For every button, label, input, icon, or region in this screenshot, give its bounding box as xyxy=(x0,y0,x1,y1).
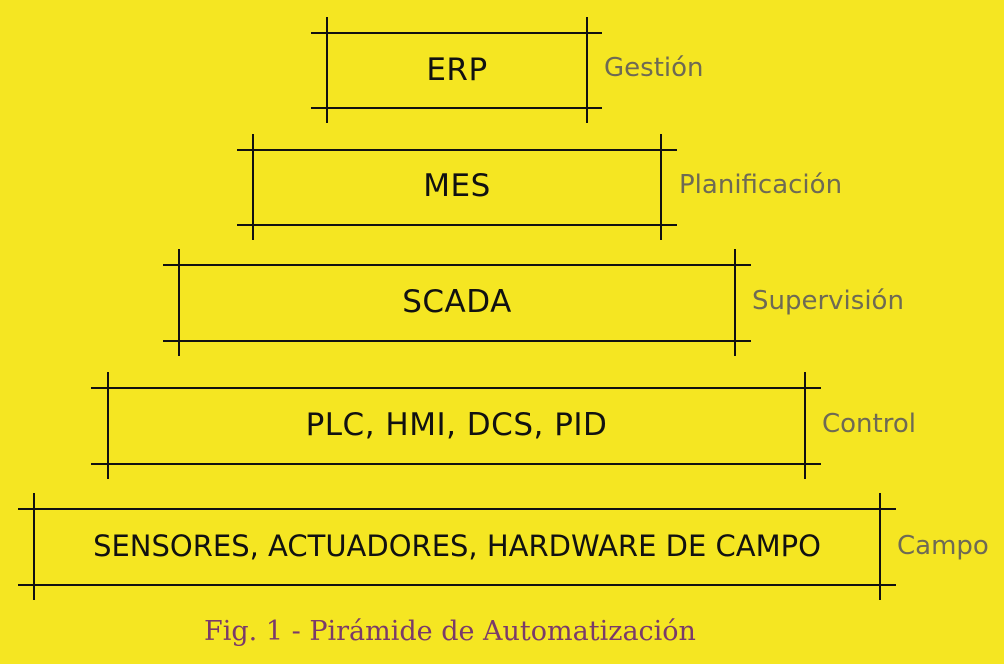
level-name: SCADA xyxy=(402,284,512,320)
box-bottom-line xyxy=(91,463,821,465)
box-right-line xyxy=(586,17,588,123)
box-left-line xyxy=(252,134,254,240)
level-tier: Campo xyxy=(897,531,989,561)
level-name: SENSORES, ACTUADORES, HARDWARE DE CAMPO xyxy=(93,529,821,563)
box-top-line xyxy=(163,264,751,266)
level-tier: Gestión xyxy=(604,53,704,83)
level-tier: Planificación xyxy=(679,170,843,200)
box-left-line xyxy=(178,249,180,356)
box-left-line xyxy=(326,17,328,123)
level-tier: Supervisión xyxy=(752,286,904,316)
level-name: ERP xyxy=(426,52,488,88)
box-left-line xyxy=(33,493,35,600)
box-right-line xyxy=(734,249,736,356)
figure-caption: Fig. 1 - Pirámide de Automatización xyxy=(204,616,696,647)
box-top-line xyxy=(237,149,677,151)
box-bottom-line xyxy=(163,340,751,342)
box-right-line xyxy=(879,493,881,600)
level-name: MES xyxy=(423,168,491,204)
box-bottom-line xyxy=(237,224,677,226)
box-bottom-line xyxy=(311,107,602,109)
level-name: PLC, HMI, DCS, PID xyxy=(305,407,608,443)
box-left-line xyxy=(107,372,109,479)
box-bottom-line xyxy=(18,584,896,586)
box-right-line xyxy=(804,372,806,479)
level-tier: Control xyxy=(822,409,916,439)
box-top-line xyxy=(311,32,602,34)
box-top-line xyxy=(18,508,896,510)
box-top-line xyxy=(91,387,821,389)
box-right-line xyxy=(660,134,662,240)
